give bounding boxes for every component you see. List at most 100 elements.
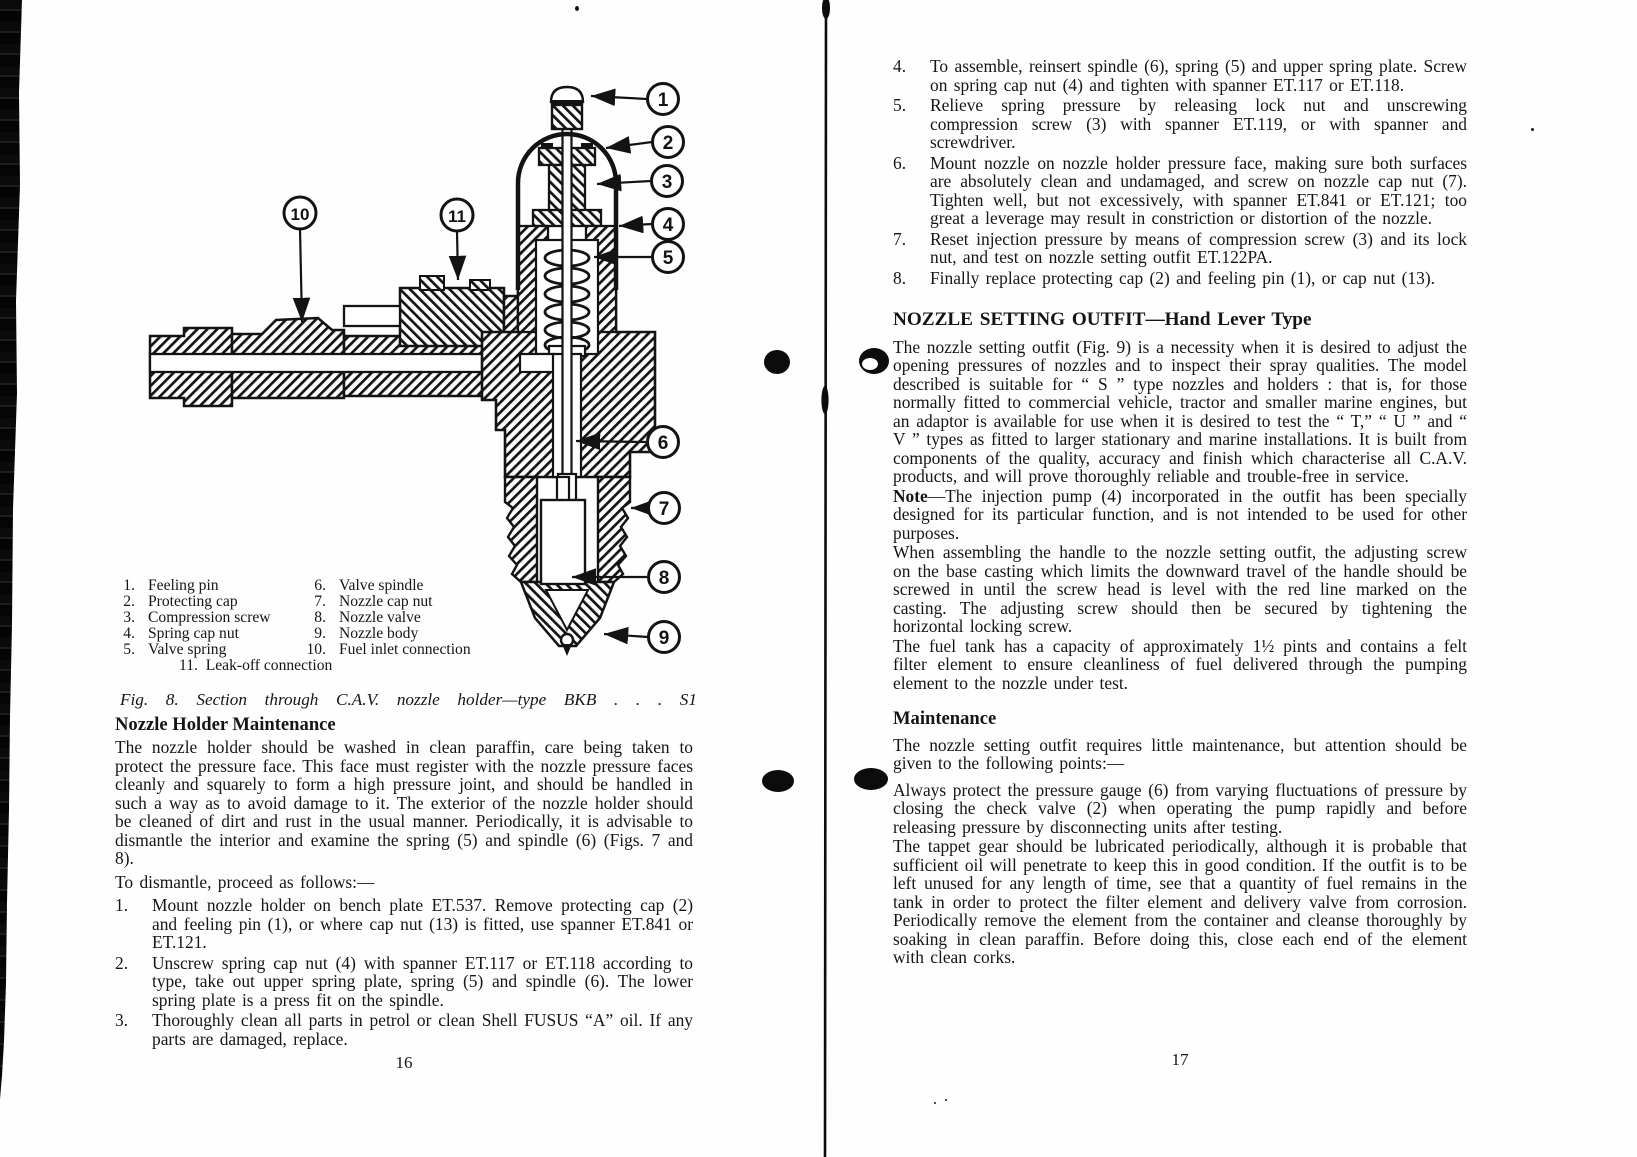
left-section-heading: Nozzle Holder Maintenance	[115, 714, 336, 735]
callout-10: 10	[282, 195, 318, 231]
step-text: Reset injection pressure by means of com…	[930, 228, 1467, 267]
callout-1: 1	[646, 82, 680, 116]
callout-11: 11	[439, 197, 475, 233]
list-item: 3. Thoroughly clean all parts in petrol …	[115, 1011, 693, 1048]
legend-num: 11.	[179, 656, 198, 674]
legend-label: Nozzle body	[339, 624, 419, 642]
svg-text:10: 10	[291, 205, 310, 224]
list-item: 5. Relieve spring pressure by releasing …	[893, 96, 1467, 152]
legend-num: 3.	[123, 608, 135, 626]
figure-caption: Fig. 8. Section through C.A.V. nozzle ho…	[120, 690, 697, 710]
outfit-note: Note—The injection pump (4) incorporated…	[893, 485, 1467, 543]
svg-text:3: 3	[662, 172, 673, 193]
legend-row: 5.Valve spring 10.Fuel inlet connection	[115, 640, 515, 658]
svg-text:2: 2	[663, 133, 674, 154]
callout-6: 6	[646, 425, 680, 459]
svg-text:7: 7	[659, 499, 670, 520]
outfit-paragraph-3: The fuel tank has a capacity of approxim…	[893, 635, 1467, 693]
step-text: Mount nozzle on nozzle holder pressure f…	[930, 152, 1467, 228]
step-number: 6.	[893, 152, 907, 173]
binding-dot	[762, 770, 794, 792]
callout-3: 3	[650, 164, 684, 198]
legend-label: Nozzle valve	[339, 608, 421, 626]
maintenance-paragraph-2: The tappet gear should be lubricated per…	[893, 836, 1467, 967]
nozzle-valve	[539, 498, 587, 586]
callout-8: 8	[647, 560, 681, 594]
dismantle-steps: 1. Mount nozzle holder on bench plate ET…	[115, 896, 693, 1050]
protecting-cap	[515, 131, 619, 290]
callout-9: 9	[647, 620, 681, 654]
maintenance-intro: The nozzle setting outfit requires littl…	[893, 734, 1467, 773]
nozzle-valve-seat	[544, 589, 590, 633]
legend-row: 2.Protecting cap 7.Nozzle cap nut	[115, 594, 515, 610]
legend-row: 11. Leak-off connection	[115, 656, 515, 674]
legend-num: 4.	[123, 624, 135, 642]
list-item: 8. Finally replace protecting cap (2) an…	[893, 267, 1467, 288]
right-page-number: 17	[1171, 1050, 1189, 1069]
step-number: 2.	[115, 952, 129, 973]
legend-num: 2.	[123, 592, 135, 610]
nozzle-valve-stem	[555, 475, 571, 504]
svg-text:11: 11	[448, 207, 466, 226]
nozzle-cap-nut	[596, 475, 632, 584]
binding-blob-mid	[821, 386, 829, 414]
legend-label: Valve spring	[148, 640, 227, 658]
figure-8-diagram: 1 2 3 4 5 6 7 8 9 10 11	[148, 82, 685, 656]
maintenance-heading: Maintenance	[893, 708, 997, 729]
svg-text:8: 8	[659, 568, 670, 589]
step-text: Thoroughly clean all parts in petrol or …	[152, 1010, 693, 1049]
legend-label: Nozzle cap nut	[339, 592, 433, 610]
legend-label: Compression screw	[148, 608, 271, 626]
step-number: 8.	[893, 267, 907, 288]
callout-5: 5	[651, 240, 685, 274]
binding-dot	[854, 768, 888, 790]
list-item: 7. Reset injection pressure by means of …	[893, 228, 1467, 267]
figure-caption-text: Section through C.A.V. nozzle holder—typ…	[196, 690, 697, 709]
scan-speck	[934, 1102, 936, 1104]
binding-blob-top	[822, 0, 830, 19]
svg-text:1: 1	[658, 90, 669, 111]
callout-2: 2	[651, 125, 685, 159]
list-item: 6. Mount nozzle on nozzle holder pressur…	[893, 152, 1467, 228]
nozzle-tip-point	[562, 644, 572, 656]
step-text: Relieve spring pressure by releasing loc…	[930, 95, 1467, 152]
legend-num: 10.	[306, 640, 327, 658]
binding-dot-hole	[862, 358, 878, 370]
legend-label: Fuel inlet connection	[339, 640, 471, 658]
legend-num: 7.	[314, 592, 326, 610]
legend-label: Spring cap nut	[148, 624, 239, 642]
feeling-pin	[549, 85, 585, 131]
right-page-column: 4. To assemble, reinsert spindle (6), sp…	[893, 57, 1467, 968]
svg-text:9: 9	[659, 628, 670, 649]
outfit-paragraph-1: The nozzle setting outfit (Fig. 9) is a …	[893, 336, 1467, 486]
svg-text:4: 4	[663, 215, 674, 236]
legend-num: 6.	[314, 577, 326, 594]
left-page-number: 16	[395, 1053, 413, 1072]
step-text: Mount nozzle holder on bench plate ET.53…	[152, 895, 693, 952]
legend-num: 8.	[314, 608, 326, 626]
step-text: To assemble, reinsert spindle (6), sprin…	[930, 56, 1467, 95]
svg-text:5: 5	[663, 248, 674, 269]
outfit-heading: NOZZLE SETTING OUTFIT—Hand Lever Type	[893, 309, 1312, 330]
step-number: 4.	[893, 56, 907, 76]
list-item: 2. Unscrew spring cap nut (4) with spann…	[115, 952, 693, 1010]
step-number: 5.	[893, 95, 907, 115]
binding-dot	[764, 350, 790, 374]
list-item: 4. To assemble, reinsert spindle (6), sp…	[893, 57, 1467, 94]
note-text: —The injection pump (4) incorporated in …	[893, 485, 1467, 543]
left-paragraph-maintenance: The nozzle holder should be washed in cl…	[115, 737, 693, 868]
legend-label: Leak-off connection	[205, 656, 333, 674]
step-number: 1.	[115, 895, 129, 915]
assembly-steps: 4. To assemble, reinsert spindle (6), sp…	[893, 57, 1467, 287]
legend-num: 1.	[123, 577, 135, 594]
outfit-paragraph-2: When assembling the handle to the nozzle…	[893, 542, 1467, 636]
callout-bubbles: 1 2 3 4 5 6 7 8 9 10 11	[282, 82, 685, 654]
dismantle-intro: To dismantle, proceed as follows:—	[115, 872, 375, 892]
scan-speck	[1531, 128, 1534, 131]
nozzle-holder-section	[148, 85, 657, 656]
legend-num: 9.	[314, 624, 326, 642]
valve-spindle	[561, 94, 573, 498]
step-text: Unscrew spring cap nut (4) with spanner …	[152, 952, 693, 1010]
